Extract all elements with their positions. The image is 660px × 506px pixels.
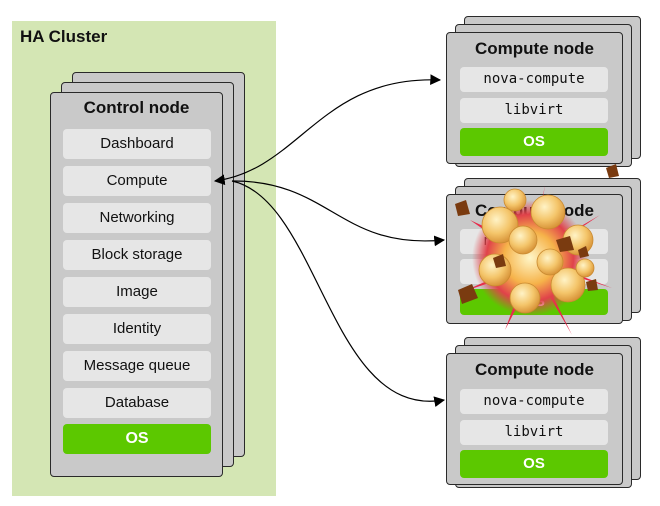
explosion-graphic <box>455 164 619 335</box>
compute-node-3-os-bar[interactable]: OS <box>460 450 608 478</box>
compute-node-1-title: Compute node <box>475 39 594 58</box>
service-networking[interactable]: Networking <box>63 203 211 233</box>
compute-node-3-nova-compute[interactable]: nova-compute <box>460 389 608 414</box>
compute-node-3-libvirt[interactable]: libvirt <box>460 420 608 445</box>
compute-node-3[interactable]: Compute node nova-compute libvirt OS <box>446 353 623 485</box>
arrow-to-compute-node-2 <box>231 180 446 247</box>
compute-node-1-nova-compute[interactable]: nova-compute <box>460 67 608 92</box>
service-message-queue[interactable]: Message queue <box>63 351 211 381</box>
compute-node-1[interactable]: Compute node nova-compute libvirt OS <box>446 32 623 164</box>
control-os-bar[interactable]: OS <box>63 424 211 454</box>
cluster-title: HA Cluster <box>20 27 108 46</box>
service-identity[interactable]: Identity <box>63 314 211 344</box>
service-image[interactable]: Image <box>63 277 211 307</box>
service-block-storage[interactable]: Block storage <box>63 240 211 270</box>
service-compute[interactable]: Compute <box>63 166 211 196</box>
service-dashboard[interactable]: Dashboard <box>63 129 211 159</box>
compute-node-1-libvirt[interactable]: libvirt <box>460 98 608 123</box>
arrow-to-compute-node-3 <box>231 180 446 407</box>
arrow-to-compute-node-1 <box>213 74 442 186</box>
service-database[interactable]: Database <box>63 388 211 418</box>
control-node-title: Control node <box>83 98 190 117</box>
control-node[interactable]: Control node Dashboard Compute Networkin… <box>50 92 223 477</box>
compute-node-3-title: Compute node <box>475 360 594 379</box>
compute-node-1-os-bar[interactable]: OS <box>460 128 608 156</box>
